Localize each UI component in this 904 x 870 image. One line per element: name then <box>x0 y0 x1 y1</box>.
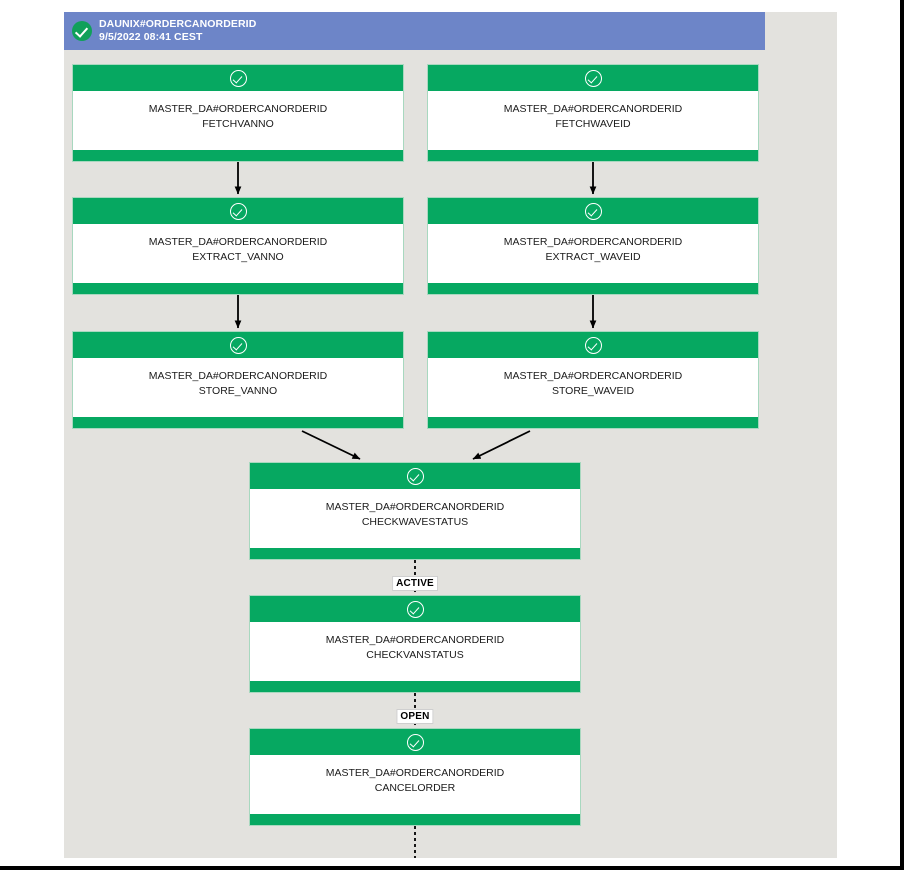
workflow-node-checkvanstatus[interactable]: MASTER_DA#ORDERCANORDERID CHECKVANSTATUS <box>249 595 581 693</box>
check-circle-icon <box>406 467 424 485</box>
node-title: MASTER_DA#ORDERCANORDERID <box>148 103 328 115</box>
node-step: CHECKWAVESTATUS <box>361 516 469 528</box>
node-body: MASTER_DA#ORDERCANORDERID EXTRACT_VANNO <box>73 224 403 283</box>
workflow-header-text: DAUNIX#ORDERCANORDERID 9/5/2022 08:41 CE… <box>99 18 256 44</box>
check-circle-icon <box>406 600 424 618</box>
workflow-node-extract-vanno[interactable]: MASTER_DA#ORDERCANORDERID EXTRACT_VANNO <box>72 197 404 295</box>
node-title: MASTER_DA#ORDERCANORDERID <box>503 370 683 382</box>
node-step: CANCELORDER <box>374 782 456 794</box>
node-footer-bar <box>73 417 403 428</box>
node-step: EXTRACT_VANNO <box>192 251 284 263</box>
node-body: MASTER_DA#ORDERCANORDERID CANCELORDER <box>250 755 580 814</box>
node-title: MASTER_DA#ORDERCANORDERID <box>503 236 683 248</box>
workflow-timestamp: 9/5/2022 08:41 CEST <box>99 31 203 43</box>
node-title: MASTER_DA#ORDERCANORDERID <box>503 103 683 115</box>
window-frame-bottom <box>0 866 904 870</box>
node-footer-bar <box>250 681 580 692</box>
node-body: MASTER_DA#ORDERCANORDERID FETCHWAVEID <box>428 91 758 150</box>
node-status-bar <box>428 332 758 358</box>
node-footer-bar <box>250 814 580 825</box>
node-footer-bar <box>250 548 580 559</box>
node-title: MASTER_DA#ORDERCANORDERID <box>148 236 328 248</box>
node-status-bar <box>428 198 758 224</box>
node-step: STORE_VANNO <box>198 385 278 397</box>
workflow-node-store-waveid[interactable]: MASTER_DA#ORDERCANORDERID STORE_WAVEID <box>427 331 759 429</box>
node-status-bar <box>250 463 580 489</box>
check-circle-icon <box>406 733 424 751</box>
node-status-bar <box>428 65 758 91</box>
node-status-bar <box>73 198 403 224</box>
node-title: MASTER_DA#ORDERCANORDERID <box>325 767 505 779</box>
workflow-node-fetchwaveid[interactable]: MASTER_DA#ORDERCANORDERID FETCHWAVEID <box>427 64 759 162</box>
node-status-bar <box>73 332 403 358</box>
node-status-bar <box>250 729 580 755</box>
node-body: MASTER_DA#ORDERCANORDERID CHECKVANSTATUS <box>250 622 580 681</box>
node-step: FETCHWAVEID <box>555 118 631 130</box>
check-circle-icon <box>584 336 602 354</box>
node-step: FETCHVANNO <box>202 118 274 130</box>
check-circle-icon <box>229 69 247 87</box>
node-body: MASTER_DA#ORDERCANORDERID FETCHVANNO <box>73 91 403 150</box>
node-footer-bar <box>73 150 403 161</box>
node-footer-bar <box>73 283 403 294</box>
node-step: STORE_WAVEID <box>551 385 635 397</box>
edge-label-open: OPEN <box>396 709 434 724</box>
check-circle-icon <box>229 336 247 354</box>
workflow-canvas: DAUNIX#ORDERCANORDERID 9/5/2022 08:41 CE… <box>64 12 837 858</box>
workflow-node-checkwavestatus[interactable]: MASTER_DA#ORDERCANORDERID CHECKWAVESTATU… <box>249 462 581 560</box>
window-frame-right <box>900 0 904 870</box>
node-body: MASTER_DA#ORDERCANORDERID CHECKWAVESTATU… <box>250 489 580 548</box>
workflow-header: DAUNIX#ORDERCANORDERID 9/5/2022 08:41 CE… <box>64 12 765 50</box>
check-circle-icon <box>229 202 247 220</box>
workflow-node-store-vanno[interactable]: MASTER_DA#ORDERCANORDERID STORE_VANNO <box>72 331 404 429</box>
node-body: MASTER_DA#ORDERCANORDERID EXTRACT_WAVEID <box>428 224 758 283</box>
check-circle-icon <box>584 69 602 87</box>
node-footer-bar <box>428 417 758 428</box>
workflow-node-fetchvanno[interactable]: MASTER_DA#ORDERCANORDERID FETCHVANNO <box>72 64 404 162</box>
node-body: MASTER_DA#ORDERCANORDERID STORE_VANNO <box>73 358 403 417</box>
node-status-bar <box>250 596 580 622</box>
node-status-bar <box>73 65 403 91</box>
node-step: CHECKVANSTATUS <box>366 649 464 661</box>
workflow-title: DAUNIX#ORDERCANORDERID <box>99 17 257 30</box>
node-footer-bar <box>428 283 758 294</box>
node-title: MASTER_DA#ORDERCANORDERID <box>148 370 328 382</box>
node-body: MASTER_DA#ORDERCANORDERID STORE_WAVEID <box>428 358 758 417</box>
node-title: MASTER_DA#ORDERCANORDERID <box>325 501 505 513</box>
check-circle-icon <box>584 202 602 220</box>
check-circle-icon <box>72 21 92 41</box>
node-title: MASTER_DA#ORDERCANORDERID <box>325 634 505 646</box>
workflow-node-cancelorder[interactable]: MASTER_DA#ORDERCANORDERID CANCELORDER <box>249 728 581 826</box>
node-step: EXTRACT_WAVEID <box>545 251 641 263</box>
node-footer-bar <box>428 150 758 161</box>
edge-label-active: ACTIVE <box>392 576 438 591</box>
workflow-node-extract-waveid[interactable]: MASTER_DA#ORDERCANORDERID EXTRACT_WAVEID <box>427 197 759 295</box>
